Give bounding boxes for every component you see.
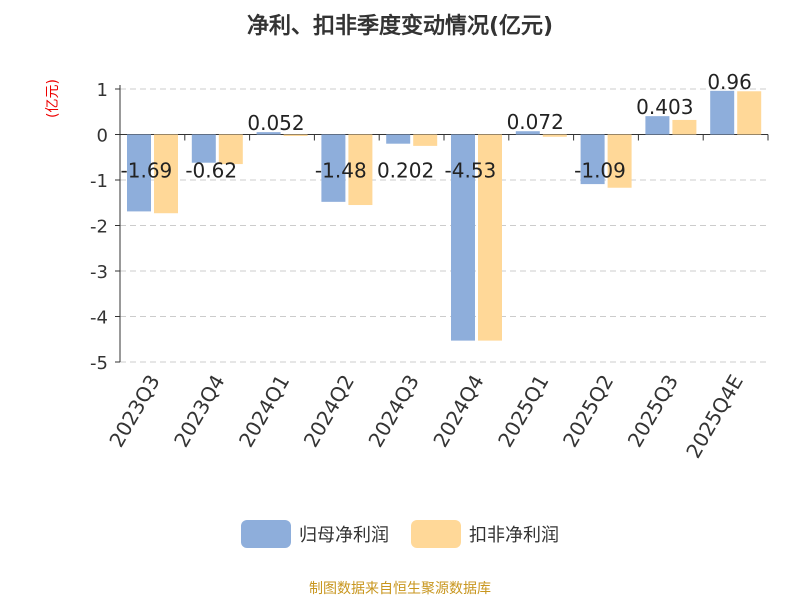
- bar: [191, 134, 216, 163]
- source-note: 制图数据来自恒生聚源数据库: [309, 581, 491, 597]
- data-label: -0.62: [185, 159, 237, 183]
- bar: [127, 134, 151, 212]
- y-tick-label: -4: [90, 308, 108, 329]
- bar: [580, 134, 605, 185]
- x-tick-label: 2025Q4E: [681, 371, 748, 463]
- bar: [386, 134, 411, 144]
- legend-item-net-profit[interactable]: 归母净利润: [241, 520, 389, 548]
- bar: [672, 119, 697, 135]
- x-tick-label: 2025Q2: [558, 371, 618, 452]
- bar: [348, 134, 373, 206]
- bar: [710, 90, 735, 135]
- legend-swatch: [411, 520, 461, 548]
- data-label: 0.96: [707, 70, 752, 94]
- data-label: -1.69: [121, 159, 173, 183]
- y-tick-label: -2: [90, 217, 108, 238]
- bar: [154, 134, 178, 214]
- bar: [283, 134, 308, 136]
- x-tick-label: 2024Q1: [234, 371, 294, 452]
- x-tick-label: 2023Q3: [104, 371, 164, 452]
- data-label: -4.53: [445, 159, 497, 183]
- data-label: 0.052: [247, 111, 304, 135]
- x-tick-label: 2023Q4: [169, 371, 229, 452]
- legend-label: 扣非净利润: [469, 525, 559, 546]
- y-tick-label: -3: [90, 262, 108, 283]
- bar: [607, 134, 632, 188]
- y-tick-label: -1: [90, 171, 108, 192]
- legend: 归母净利润 扣非净利润: [0, 520, 800, 548]
- bar: [413, 134, 438, 146]
- bar: [256, 132, 281, 135]
- bar: [451, 134, 475, 341]
- bar: [218, 134, 243, 165]
- legend-item-deducted-profit[interactable]: 扣非净利润: [411, 520, 559, 548]
- x-tick-label: 2024Q2: [299, 371, 359, 452]
- legend-swatch: [241, 520, 291, 548]
- y-tick-label: 1: [97, 80, 108, 101]
- bar: [737, 91, 762, 135]
- data-label: -1.48: [315, 159, 367, 183]
- y-tick-label: 0: [97, 126, 108, 147]
- x-tick-label: 2025Q1: [493, 371, 553, 452]
- bar: [542, 134, 567, 137]
- x-tick-label: 2024Q3: [363, 371, 423, 452]
- data-label: -1.09: [574, 159, 626, 183]
- x-tick-label: 2025Q3: [623, 371, 683, 452]
- y-tick-label: -5: [90, 353, 108, 374]
- bar: [321, 134, 346, 202]
- bar: [645, 116, 670, 135]
- x-tick-label: 2024Q4: [428, 371, 488, 452]
- bar: [478, 134, 502, 341]
- data-label: 0.072: [507, 110, 564, 134]
- data-label: 0.403: [636, 95, 693, 119]
- data-label: 0.202: [377, 159, 434, 183]
- bar: [515, 131, 540, 135]
- chart-title: 净利、扣非季度变动情况(亿元): [246, 14, 554, 39]
- legend-label: 归母净利润: [299, 525, 389, 546]
